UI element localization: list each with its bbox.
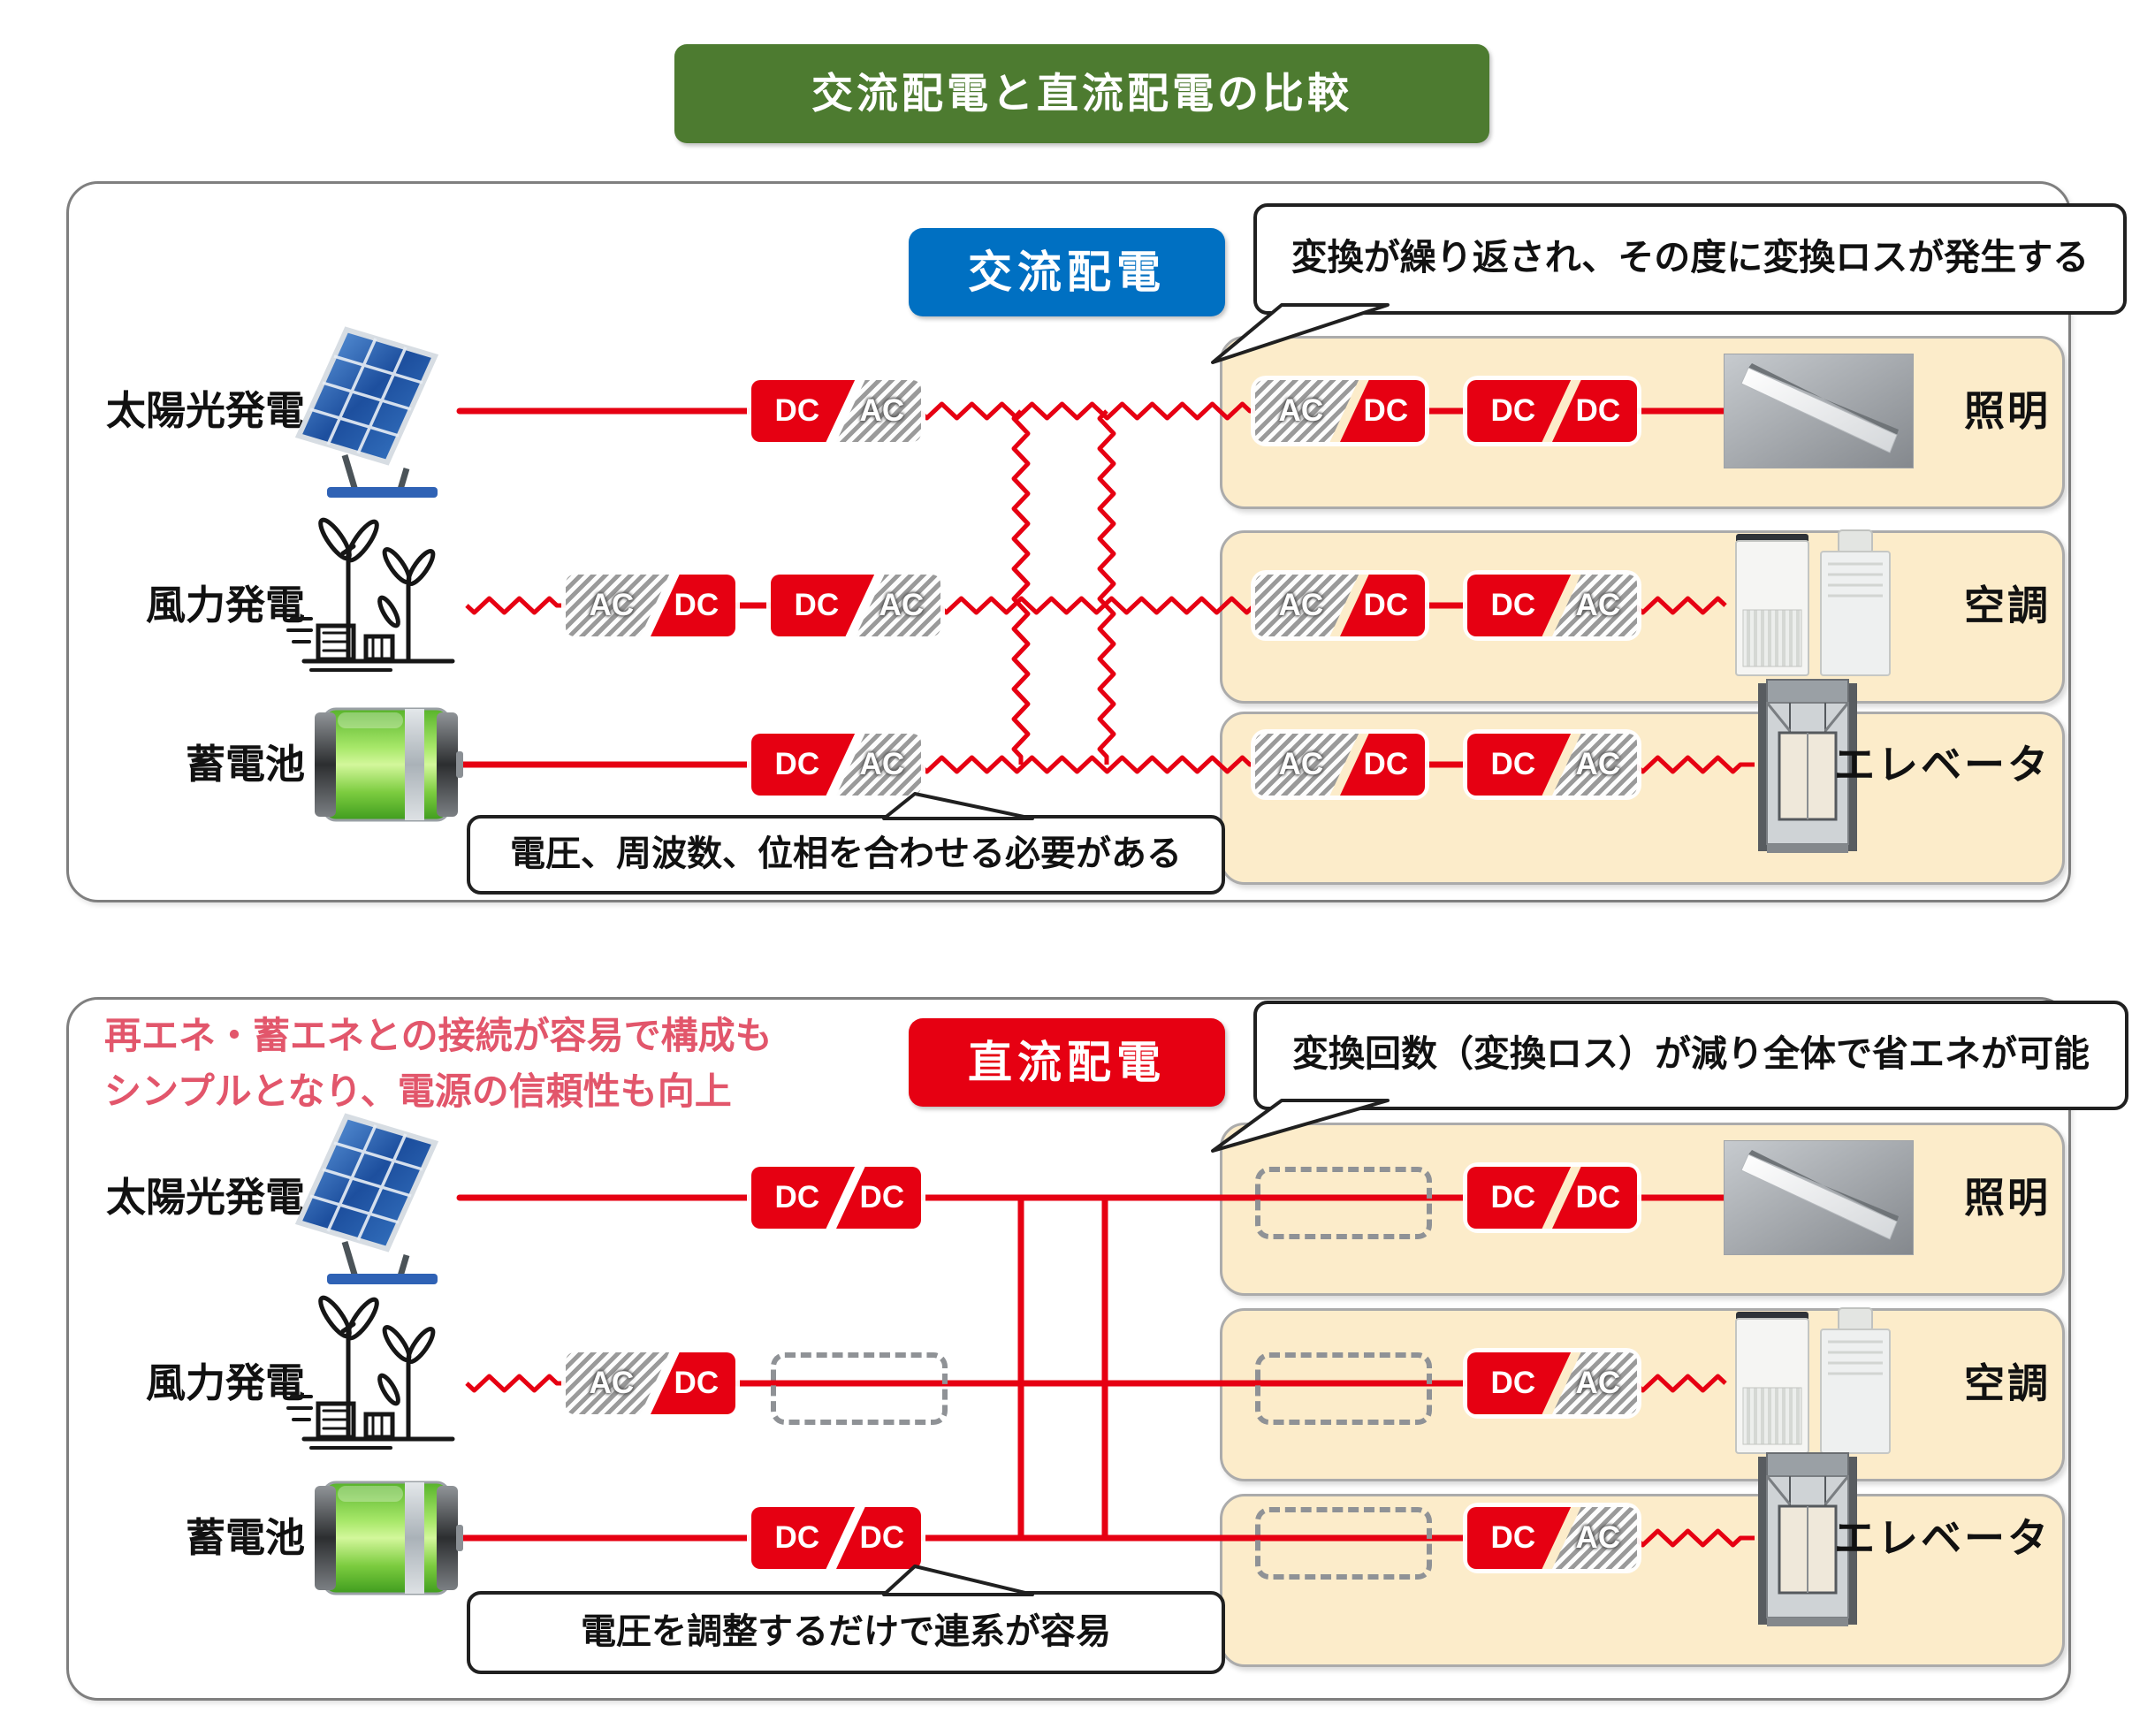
converter-label-ac: AC <box>1575 588 1621 622</box>
converter-dc-dc: DC DC <box>1467 380 1637 442</box>
solar-panel-icon <box>294 1113 439 1284</box>
converter-label-dc: DC <box>774 747 820 781</box>
dc-load-box-aircon <box>1220 1308 2065 1481</box>
converter-label-ac: AC <box>1575 1366 1621 1400</box>
converter-label-dc: DC <box>674 1366 720 1400</box>
ac-source-label-battery: 蓄電池 <box>185 742 305 787</box>
converter-label-dc: DC <box>1363 588 1409 622</box>
elevator-image <box>1758 679 1857 853</box>
ac-load-label-elevator: エレベータ <box>1834 742 2051 788</box>
converter-label-ac: AC <box>859 747 905 781</box>
air-conditioner-image <box>1735 529 1891 676</box>
converter-ac-dc: AC DC <box>566 575 735 636</box>
removed-converter-placeholder <box>1255 1352 1432 1425</box>
converter-dc-dc: DC DC <box>751 1167 921 1229</box>
converter-label-dc: DC <box>1490 1366 1536 1400</box>
converter-label-dc: DC <box>1490 1520 1536 1555</box>
dc-source-label-wind: 風力発電 <box>145 1360 305 1405</box>
dc-benefit-note: 再エネ・蓄エネとの接続が容易で構成も シンプルとなり、電源の信頼性も向上 <box>104 1008 773 1119</box>
converter-ac-dc: AC DC <box>1255 575 1425 636</box>
converter-label-ac: AC <box>589 588 635 622</box>
converter-dc-ac: DC AC <box>771 575 940 636</box>
dc-callout-easy-interconnection: 電圧を調整するだけで連系が容易 <box>467 1591 1225 1674</box>
page-title: 交流配電と直流配電の比較 <box>674 44 1489 143</box>
dc-source-label-solar: 太陽光発電 <box>105 1175 305 1220</box>
lighting-fixture-image <box>1724 354 1914 468</box>
lighting-fixture-image <box>1724 1140 1914 1255</box>
converter-dc-ac: DC AC <box>751 734 921 796</box>
ac-callout-sync-requirement: 電圧、周波数、位相を合わせる必要がある <box>467 815 1225 895</box>
converter-label-dc: DC <box>1363 747 1409 781</box>
converter-label-dc: DC <box>1363 393 1409 428</box>
converter-label-dc: DC <box>1490 393 1536 428</box>
air-conditioner-image <box>1735 1307 1891 1454</box>
wind-turbine-icon <box>286 1295 455 1450</box>
ac-callout-conversion-loss: 変換が繰り返され、その度に変換ロスが発生する <box>1253 203 2127 315</box>
converter-label-dc: DC <box>1575 1180 1621 1214</box>
converter-ac-dc: AC DC <box>1255 380 1425 442</box>
dc-source-label-battery: 蓄電池 <box>185 1515 305 1560</box>
ac-load-label-lighting: 照明 <box>1964 388 2051 434</box>
converter-label-dc: DC <box>1490 588 1536 622</box>
battery-icon <box>315 1481 463 1595</box>
converter-label-ac: AC <box>859 393 905 428</box>
battery-icon <box>315 707 463 822</box>
dc-load-label-aircon: 空調 <box>1964 1360 2051 1406</box>
converter-dc-ac: DC AC <box>1467 1507 1637 1569</box>
ac-load-label-aircon: 空調 <box>1964 582 2051 628</box>
ac-load-box-elevator <box>1220 712 2065 885</box>
converter-label-ac: AC <box>1278 588 1324 622</box>
dc-benefit-note-line1: 再エネ・蓄エネとの接続が容易で構成も <box>104 1015 773 1056</box>
removed-converter-placeholder <box>1255 1507 1432 1580</box>
removed-converter-placeholder <box>1255 1167 1432 1239</box>
wind-turbine-icon <box>286 517 455 672</box>
converter-dc-dc: DC DC <box>1467 1167 1637 1229</box>
dc-load-label-elevator: エレベータ <box>1834 1515 2051 1561</box>
converter-label-ac: AC <box>879 588 925 622</box>
converter-label-ac: AC <box>1575 747 1621 781</box>
dc-load-box-elevator <box>1220 1494 2065 1667</box>
converter-ac-dc: AC DC <box>566 1352 735 1414</box>
removed-converter-placeholder <box>771 1352 948 1425</box>
converter-dc-dc: DC DC <box>751 1507 921 1569</box>
converter-dc-ac: DC AC <box>1467 734 1637 796</box>
elevator-image <box>1758 1452 1857 1626</box>
converter-label-dc: DC <box>774 1520 820 1555</box>
dc-panel-badge: 直流配電 <box>909 1018 1225 1107</box>
converter-ac-dc: AC DC <box>1255 734 1425 796</box>
dc-benefit-note-line2: シンプルとなり、電源の信頼性も向上 <box>104 1070 732 1112</box>
converter-label-dc: DC <box>674 588 720 622</box>
converter-label-dc: DC <box>859 1520 905 1555</box>
converter-label-ac: AC <box>1278 393 1324 428</box>
converter-label-dc: DC <box>794 588 840 622</box>
solar-panel-icon <box>294 326 439 498</box>
ac-source-label-solar: 太陽光発電 <box>105 388 305 433</box>
converter-dc-ac: DC AC <box>1467 575 1637 636</box>
converter-dc-ac: DC AC <box>751 380 921 442</box>
dc-callout-energy-saving: 変換回数（変換ロス）が減り全体で省エネが可能 <box>1253 1001 2128 1110</box>
ac-source-label-wind: 風力発電 <box>145 582 305 628</box>
converter-dc-ac: DC AC <box>1467 1352 1637 1414</box>
converter-label-ac: AC <box>1278 747 1324 781</box>
converter-label-dc: DC <box>1575 393 1621 428</box>
ac-panel-badge: 交流配電 <box>909 228 1225 316</box>
converter-label-dc: DC <box>859 1180 905 1214</box>
converter-label-dc: DC <box>1490 1180 1536 1214</box>
converter-label-dc: DC <box>774 1180 820 1214</box>
dc-load-label-lighting: 照明 <box>1964 1175 2051 1221</box>
converter-label-dc: DC <box>1490 747 1536 781</box>
converter-label-dc: DC <box>774 393 820 428</box>
converter-label-ac: AC <box>589 1366 635 1400</box>
converter-label-ac: AC <box>1575 1520 1621 1555</box>
